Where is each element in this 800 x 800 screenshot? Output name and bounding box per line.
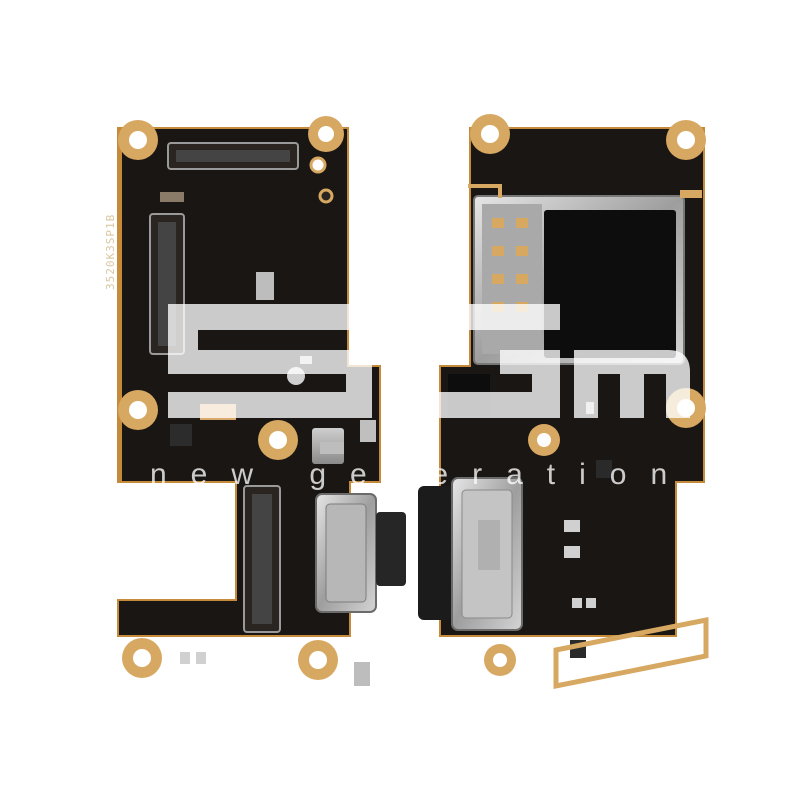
board-to-board-connector <box>167 142 299 170</box>
usb-c-port <box>418 477 523 631</box>
watermark-tagline: new generation <box>150 458 692 491</box>
mount-hole <box>308 116 344 152</box>
mount-hole <box>298 640 338 680</box>
mount-hole <box>258 420 298 460</box>
mount-hole <box>118 390 158 430</box>
usb-c-port <box>315 493 406 613</box>
mount-hole <box>666 120 706 160</box>
mount-hole <box>484 644 516 676</box>
mount-hole <box>470 114 510 154</box>
mount-hole <box>528 424 560 456</box>
board-silkscreen: 3520K3SP1B <box>104 213 117 290</box>
sim-card-slot <box>473 195 685 365</box>
watermark-logo <box>168 304 690 418</box>
mount-hole <box>118 120 158 160</box>
board-to-board-connector <box>243 485 281 633</box>
mount-hole <box>122 638 162 678</box>
